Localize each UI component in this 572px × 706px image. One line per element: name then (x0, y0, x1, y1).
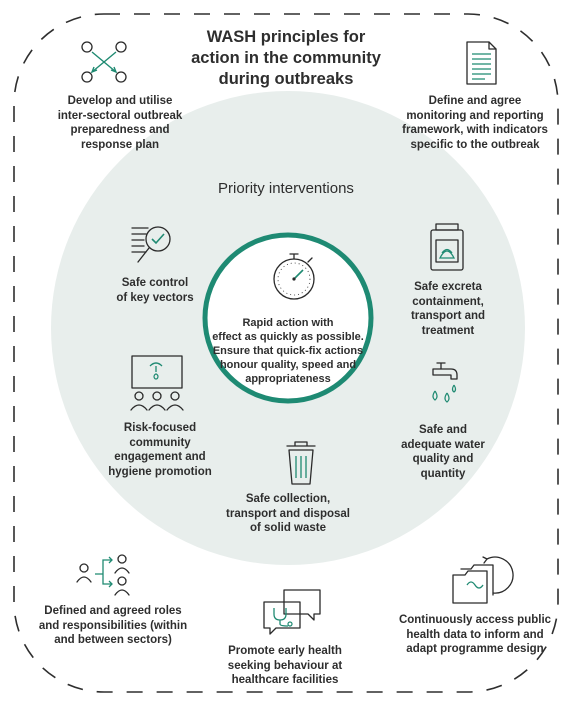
folders-refresh-icon (452, 556, 514, 604)
stopwatch-icon (273, 253, 315, 300)
intervention-engagement: Risk-focused community engagement and hy… (108, 422, 212, 478)
people-arrows-icon (76, 554, 130, 596)
outer-item-public-health-data: Continuously access public health data t… (398, 614, 552, 655)
trash-bin-icon (286, 441, 316, 485)
priority-heading: Priority interventions (218, 180, 354, 197)
center-rapid-action-text: Rapid action with effect as quickly as p… (212, 317, 364, 385)
network-arrows-icon (81, 41, 127, 83)
intervention-vectors: Safe control of key vectors (116, 277, 194, 304)
stethoscope-chat-icon (263, 589, 321, 635)
community-screen-icon (130, 355, 184, 411)
excreta-container-icon (430, 223, 464, 271)
intervention-waste: Safe collection, transport and disposal … (226, 493, 350, 534)
outer-item-monitoring-framework: Define and agree monitoring and reportin… (402, 95, 548, 151)
intervention-water: Safe and adequate water quality and quan… (401, 424, 485, 480)
outer-dashed-border (13, 13, 559, 693)
outer-item-health-seeking: Promote early health seeking behaviour a… (227, 645, 343, 686)
intervention-excreta: Safe excreta containment, transport and … (410, 281, 486, 337)
document-icon (466, 41, 497, 85)
magnifier-checklist-icon (131, 226, 171, 263)
tap-drops-icon (432, 362, 458, 403)
page-title: WASH principles for action in the commun… (191, 28, 381, 88)
center-circle (202, 232, 374, 404)
outer-item-roles-responsibilities: Defined and agreed roles and responsibil… (38, 605, 188, 646)
outer-item-preparedness-plan: Develop and utilise inter-sectoral outbr… (57, 95, 183, 151)
